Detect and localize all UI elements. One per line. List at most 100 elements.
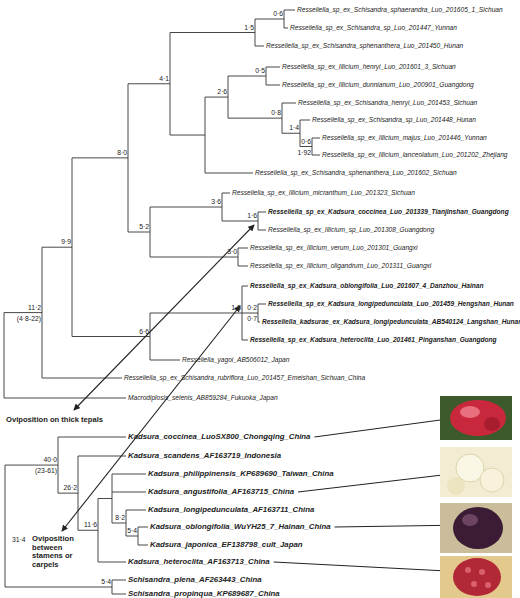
taxon-name: Kadsura_philippinensis_KP689690_Taiwan_C… [148, 470, 334, 479]
tree-branch [266, 85, 280, 86]
comparison-arrow [74, 225, 254, 410]
tree-branch [228, 76, 266, 77]
taxon-name: Kadsura_longipedunculata_AF163711_China [148, 506, 314, 515]
node-age: 31·4 [12, 536, 26, 544]
node-age: 0·6 [273, 10, 283, 18]
tree-branch [170, 32, 255, 33]
taxon-name: Resseliella_sp_ex_Illicium_lanceolatum_L… [322, 151, 507, 159]
tree-branch [150, 257, 238, 258]
taxon-name: Resseliella_sp_ex_Illicium_oligandrum_Lu… [250, 262, 431, 270]
taxon-name: Resseliella_sp_ex_Schisandra_henryi_Luo_… [298, 99, 477, 107]
tree-branch [258, 212, 266, 213]
node-age: 3·0 [227, 248, 237, 256]
photo-coccinea [440, 396, 512, 440]
tree-branch [128, 83, 170, 84]
tree-branch [58, 437, 126, 438]
taxon-name: Resseliella_yagoi_AB506012_Japan [182, 356, 289, 364]
tree-branch [284, 28, 288, 29]
taxon-name: Kadsura_angustifolia_AF163715_China [148, 488, 294, 497]
taxon-name: Resseliella_sp_ex_Kadsura_oblongifolia_L… [250, 282, 483, 290]
taxon-name: Resseliella_sp_ex_Illicium_micranthum_Lu… [232, 189, 415, 197]
tree-branch [266, 67, 280, 68]
tree-branch [72, 157, 128, 158]
node-age: 3·6 [211, 198, 221, 206]
tree-branch [112, 474, 146, 475]
tree-branch [5, 587, 112, 588]
photo-heteroclita [440, 556, 512, 598]
fruit-dot [471, 581, 477, 587]
taxon-name: Resseliella_sp_ex_Schisandra_sphenanther… [255, 169, 457, 177]
node-age: (23-61) [35, 467, 57, 475]
tree-branch [222, 221, 258, 222]
node-age: 0·5 [255, 67, 265, 75]
tree-branch [5, 465, 6, 587]
taxon-name: Resseliella_sp_ex_Schisandra_sp_Luo_2014… [290, 24, 457, 32]
flower-shape [447, 477, 465, 495]
tree-branch [138, 527, 148, 528]
fruit-dot [479, 569, 485, 575]
taxon-name: Kadsura_heteroclita_AF163713_China [128, 558, 270, 567]
tree-branch [150, 313, 242, 314]
node-age: 4·1 [159, 75, 169, 83]
fruit-highlight [460, 406, 480, 418]
node-age: (4·8-22) [17, 315, 41, 323]
node-age: 2·6 [217, 88, 227, 96]
node-age: 11·2 [28, 304, 41, 312]
taxon-name: Resseliella_sp_ex_Illicium_sp_Luo_201308… [268, 226, 434, 234]
tree-branch [112, 492, 146, 493]
tree-branch [242, 286, 248, 287]
node-age: 6·6 [139, 328, 149, 336]
tree-branch [112, 523, 126, 524]
tree-branch [300, 146, 312, 147]
tree-branch [222, 193, 230, 194]
tree-branch [126, 536, 138, 537]
node-age: 5·4 [127, 527, 137, 535]
taxon-name: Resseliella_sp_ex_Schisandra_sphaerandra… [297, 6, 503, 14]
tree-branch [238, 266, 248, 267]
tree-branch [98, 498, 112, 499]
tree-branch [4, 312, 42, 313]
tree-branch [112, 580, 126, 581]
taxon-name: Resseliella_sp_ex_Schisandra_sphenanther… [266, 42, 463, 50]
tree-branch [78, 456, 126, 457]
taxon-name: Kadsura_scandens_AF163719_Indonesia [128, 452, 281, 461]
photo-background [440, 447, 512, 497]
tree-branch [42, 378, 122, 379]
taxon-name: Schisandra_plena_AF263443_China [128, 576, 261, 585]
node-age: 8·0 [117, 149, 127, 157]
taxon-name: Schisandra_propinqua_KP689687_China [128, 590, 280, 598]
tree-branch [170, 135, 205, 136]
taxon-name: Resseliella_sp_ex_Kadsura_heteroclita_Lu… [250, 336, 497, 344]
photo-background [440, 396, 512, 440]
taxon-name: Resseliella_sp_ex_Illicium_verum_Luo_201… [250, 244, 418, 252]
tree-branch [138, 545, 148, 546]
taxon-name: Resseliella_sp_ex_Kadsura_coccinea_Luo_2… [268, 208, 509, 216]
node-age: 0·8 [271, 109, 281, 117]
tree-branch [312, 138, 320, 139]
tree-branch [150, 207, 222, 208]
node-age: 5·2 [139, 223, 149, 231]
tree-branch [42, 247, 72, 248]
fruit-shape [453, 558, 501, 596]
tree-branch [126, 510, 146, 511]
annotation-text: Oviposition between stamens or carpels [32, 535, 94, 570]
tree-branch [205, 97, 228, 98]
tree-branch [78, 530, 98, 531]
fruit-shape [453, 507, 503, 549]
tree-branch [72, 336, 150, 337]
node-age: 1·6 [247, 212, 257, 220]
tree-branch [228, 118, 282, 119]
node-age: 9·9 [61, 238, 71, 246]
tree-branch [312, 155, 320, 156]
photo-background [440, 503, 512, 553]
tree-branch [128, 232, 150, 233]
photo-angustifolia [440, 447, 512, 497]
node-age: 0·6 [301, 138, 311, 146]
tree-branch [242, 340, 248, 341]
tree-branch [258, 230, 266, 231]
tree-branch [4, 398, 126, 399]
taxon-name: Kadsura_coccinea_LuoSX800_Chongqing_Chin… [128, 433, 310, 442]
node-age: 26·2 [63, 484, 77, 492]
fruit-dot [465, 567, 471, 573]
taxon-name: Resseliella_sp_ex_Schisandra_sp_Luo_2014… [312, 116, 476, 124]
